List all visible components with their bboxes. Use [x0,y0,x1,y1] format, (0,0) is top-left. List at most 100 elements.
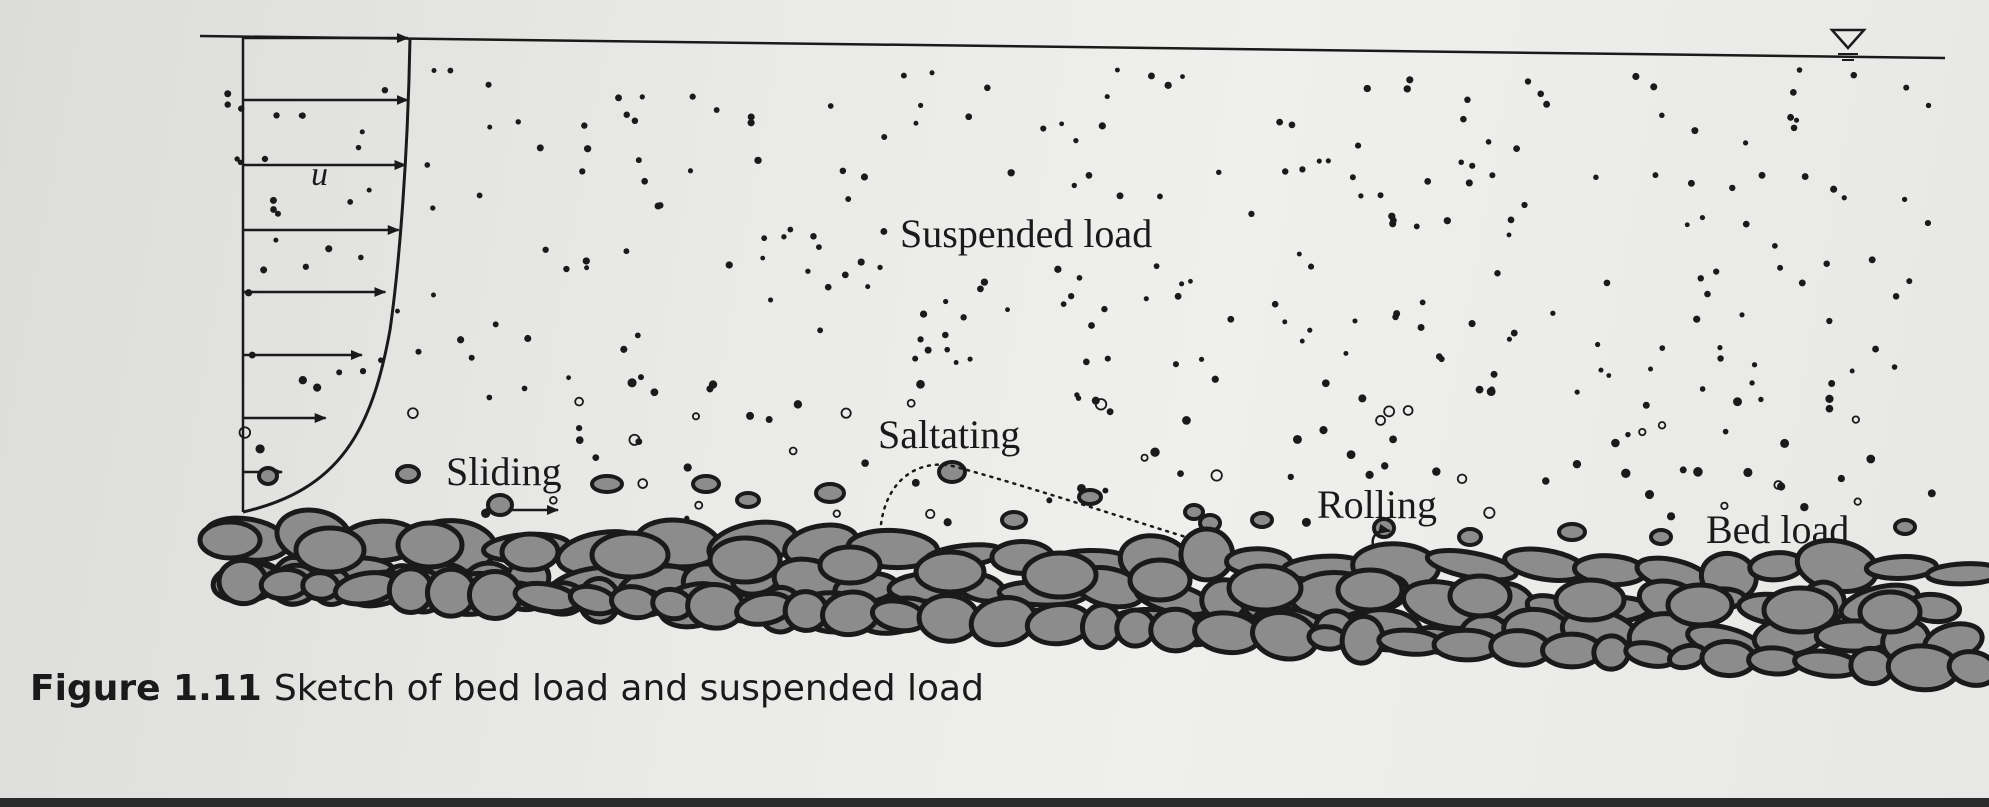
pebble [814,482,846,504]
sediment-particle [1375,415,1386,426]
sediment-particle [1901,196,1908,203]
sediment-particle [1381,462,1389,470]
sediment-particle [1456,473,1468,485]
sediment-particle [1164,81,1172,89]
sediment-particle [1925,102,1932,109]
sediment-particle [563,265,570,273]
sediment-particle [1007,169,1015,177]
bed-boulder [1226,563,1304,613]
sediment-particle [1642,401,1650,409]
sediment-particle [359,367,367,375]
bed-boulder [1335,567,1405,613]
bed-boulder [395,520,465,570]
sediment-particle [1358,193,1364,199]
sediment-particle [1684,222,1690,228]
sediment-particle [810,233,817,240]
sediment-particle [1749,380,1755,386]
sediment-particle [1458,159,1464,166]
sediment-particle [977,285,984,293]
sediment-particle [944,346,951,353]
sediment-particle [1543,100,1551,108]
bed-boulder [817,544,883,586]
suspended-particles [224,67,1936,527]
sediment-particle [880,228,888,235]
sediment-particle [1507,216,1515,224]
sediment-particle [430,292,436,298]
sediment-particle [1299,338,1305,344]
sediment-particle [1849,368,1855,374]
sediment-particle [1292,434,1302,444]
sediment-particle [1216,169,1222,176]
sediment-particle [1085,171,1093,179]
pebble [395,464,421,484]
sediment-particle [1172,361,1179,368]
bed-boulder [1665,582,1735,628]
bed-stone [1946,649,1989,688]
sediment-particle [302,263,309,270]
sediment-particle [1644,489,1655,500]
sediment-particle [582,257,590,265]
sediment-particle [238,426,252,439]
sediment-particle [1758,171,1766,179]
sediment-particle [1717,345,1723,351]
velocity-profile-curve [242,37,412,514]
sediment-particle [1114,67,1120,73]
sediment-particle [925,508,936,520]
sediment-particle [706,385,714,393]
pebble [590,474,624,494]
pebble [735,491,761,509]
sediment-particle [1346,450,1356,460]
sediment-particle [1648,366,1654,372]
sediment-particle [689,93,696,100]
sediment-particle [1091,396,1100,405]
sediment-particle [683,463,692,472]
sediment-particle [650,388,659,397]
sediment-particle [1521,201,1528,209]
sediment-particle [1377,192,1384,199]
sediment-particle [1800,502,1809,512]
sediment-particle [787,226,794,233]
sediment-particle [1150,447,1160,457]
sediment-particle [1352,318,1358,324]
sediment-particle [1188,278,1193,284]
sediment-particle [515,119,521,125]
sediment-particle [1659,112,1665,119]
sediment-particle [637,374,644,381]
sediment-particle [641,177,648,185]
sediment-particle [325,245,333,253]
sediment-particle [767,297,774,303]
sediment-particle [1104,94,1110,100]
sediment-particle [1174,292,1182,300]
water-surface-triangle-icon [1829,28,1867,61]
sediment-particle [1094,398,1108,411]
sediment-particle [1510,329,1518,337]
sediment-particle [1572,459,1582,469]
sediment-particle [1075,395,1082,401]
sediment-particle [1157,193,1163,200]
sediment-particle [918,102,924,108]
sediment-particle [845,196,852,202]
sediment-particle [929,70,935,76]
pebble [1183,503,1205,521]
sediment-particle [524,334,532,342]
sediment-particle [583,145,592,153]
sediment-particle [1465,179,1473,187]
rolling-label: Rolling [1317,482,1437,527]
sediment-particle [628,433,641,446]
sediment-particle [1490,370,1498,378]
sediment-particle [943,298,949,305]
sediment-particle [639,94,645,100]
sediment-particle [584,265,590,271]
sediment-particle [224,101,231,108]
pebble [1557,522,1587,542]
sediment-particle [1777,482,1786,491]
sediment-particle [1343,350,1349,356]
sediment-particle [1071,182,1077,189]
page-edge [0,798,1989,807]
sediment-particle [1198,356,1205,362]
sediment-particle [1924,219,1932,227]
sediment-particle [832,509,841,518]
sediment-particle [1469,162,1476,169]
bed-load-label: Bed load [1706,507,1849,552]
sediment-particle [476,192,483,199]
